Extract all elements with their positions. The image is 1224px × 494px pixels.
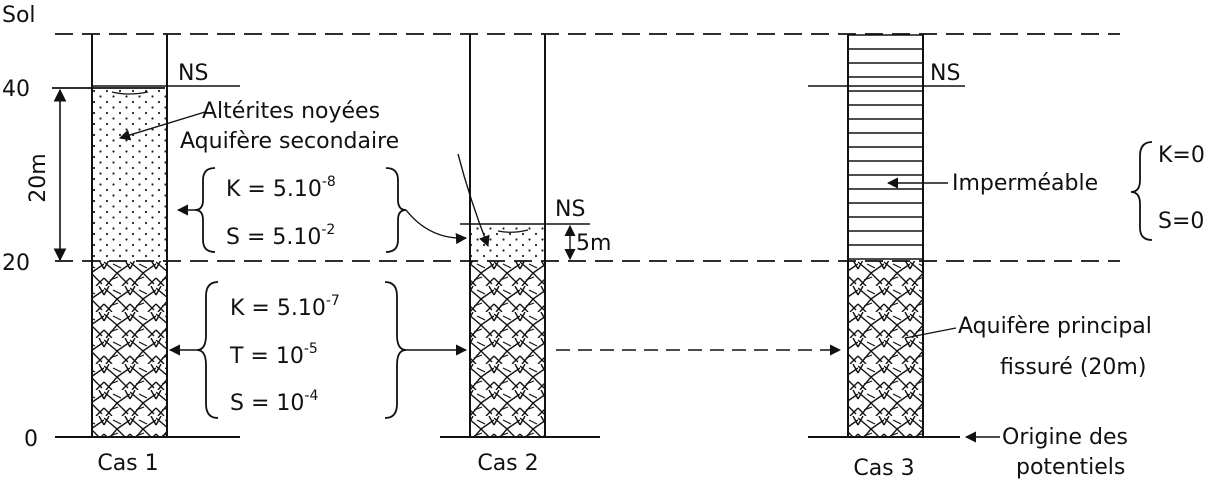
main-k: K = 5.10-7 [230,293,340,321]
main-params-brace-right [385,282,466,418]
impermeable-brace [1131,142,1152,240]
case1-ns-label: NS [178,61,208,86]
secondary-aquifer-label: Aquifère secondaire [180,129,399,154]
case3-ns-label: NS [930,61,960,86]
case3-column [848,34,923,437]
thickness-20m-label: 20m [26,153,51,202]
impermeable-s: S=0 [1158,209,1204,234]
main-aquifer-sublabel: fissuré (20m) [1000,355,1146,380]
case2-label: Cas 2 [477,451,538,476]
secondary-k: K = 5.10-8 [226,174,336,202]
impermeable-k: K=0 [1158,143,1205,168]
case1-label: Cas 1 [97,451,158,476]
secondary-params-brace-right [386,168,466,252]
secondary-params-brace-left [178,168,215,252]
tick-40: 40 [2,77,30,102]
origin-label: Origine des [1002,425,1128,450]
tick-0: 0 [24,427,38,452]
tick-20: 20 [2,251,30,276]
alterites-label: Altérites noyées [202,99,380,124]
case2-ns-label: NS [555,197,585,222]
secondary-s: S = 5.10-2 [226,222,335,250]
case3-label: Cas 3 [853,456,914,481]
main-params-brace-left [170,282,218,418]
thickness-5m-label: 5m [576,231,611,256]
ground-label: Sol [2,3,36,28]
main-aquifer-label: Aquifère principal [958,314,1152,339]
case2-column [470,34,545,437]
origin-sublabel: potentiels [1016,455,1125,480]
main-s: S = 10-4 [230,388,318,416]
main-t: T = 10-5 [229,341,318,369]
case1-column [92,34,167,437]
impermeable-label: Imperméable [952,171,1098,196]
